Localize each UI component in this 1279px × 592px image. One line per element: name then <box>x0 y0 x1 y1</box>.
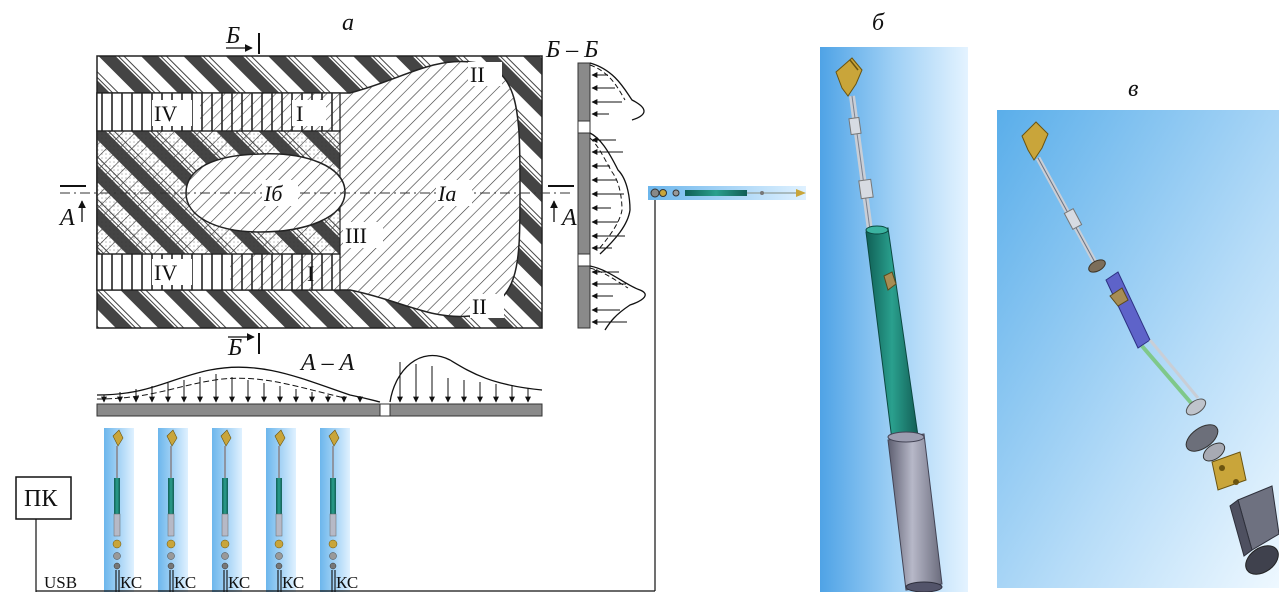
zone-label-IV-bottom: IV <box>154 260 177 285</box>
plan-view <box>60 55 570 329</box>
bb-marker-bottom: Б <box>227 335 242 361</box>
zone-label-III: III <box>345 223 367 248</box>
sensor-strip <box>158 428 188 592</box>
zone-label-II-top: II <box>470 62 485 87</box>
aa-pressure-diagram <box>96 354 543 417</box>
panel-v: в <box>997 76 1279 588</box>
panel-label-v: в <box>1128 76 1138 102</box>
zone-label-IV-top: IV <box>154 101 177 126</box>
aa-load-arrows <box>101 362 531 403</box>
pc-wiring: ПК USB КС КС КС КС КС <box>15 196 656 592</box>
sensor-strip <box>320 428 350 592</box>
zone-label-I-bottom: I <box>307 261 314 286</box>
panel-label-a: а <box>342 10 354 36</box>
usb-label: USB <box>44 573 77 592</box>
panel-a: а I IV <box>15 10 806 592</box>
zone-label-II-bottom: II <box>472 294 487 319</box>
section-markers: Б Б А А Б – Б А – А <box>58 23 598 376</box>
panel-label-b: б <box>872 10 885 36</box>
zone-label-Ib: Iб <box>263 181 283 206</box>
sensor-probe-exploded <box>1021 121 1279 575</box>
ks-label-5: КС <box>336 573 358 592</box>
bb-load-arrows <box>591 72 627 325</box>
sensor-horizontal <box>648 186 806 200</box>
sensor-strip <box>266 428 296 592</box>
sensor-strips <box>104 428 350 592</box>
bb-marker-top: Б <box>225 23 240 49</box>
sensor-strip <box>104 428 134 592</box>
zone-label-Ia: Iа <box>437 181 456 206</box>
bb-section-title: Б – Б <box>545 37 598 63</box>
ks-label-4: КС <box>282 573 304 592</box>
ks-label-3: КС <box>228 573 250 592</box>
ks-label-1: КС <box>120 573 142 592</box>
aa-section-title: А – А <box>299 350 355 376</box>
bb-pressure-diagram <box>577 62 646 331</box>
sensor-strip <box>212 428 242 592</box>
sensor-probe-assembled <box>835 57 943 592</box>
zone-label-I-top: I <box>296 101 303 126</box>
ks-label-2: КС <box>174 573 196 592</box>
zone-labels: I IV II Iб Iа III IV I II <box>152 62 504 319</box>
pc-box <box>15 476 72 520</box>
aa-marker-right: А <box>560 205 577 231</box>
pc-label: ПК <box>24 486 58 512</box>
aa-marker-left: А <box>58 205 75 231</box>
ks-labels: КС КС КС КС КС <box>120 573 358 592</box>
panel-b: б <box>820 10 968 592</box>
